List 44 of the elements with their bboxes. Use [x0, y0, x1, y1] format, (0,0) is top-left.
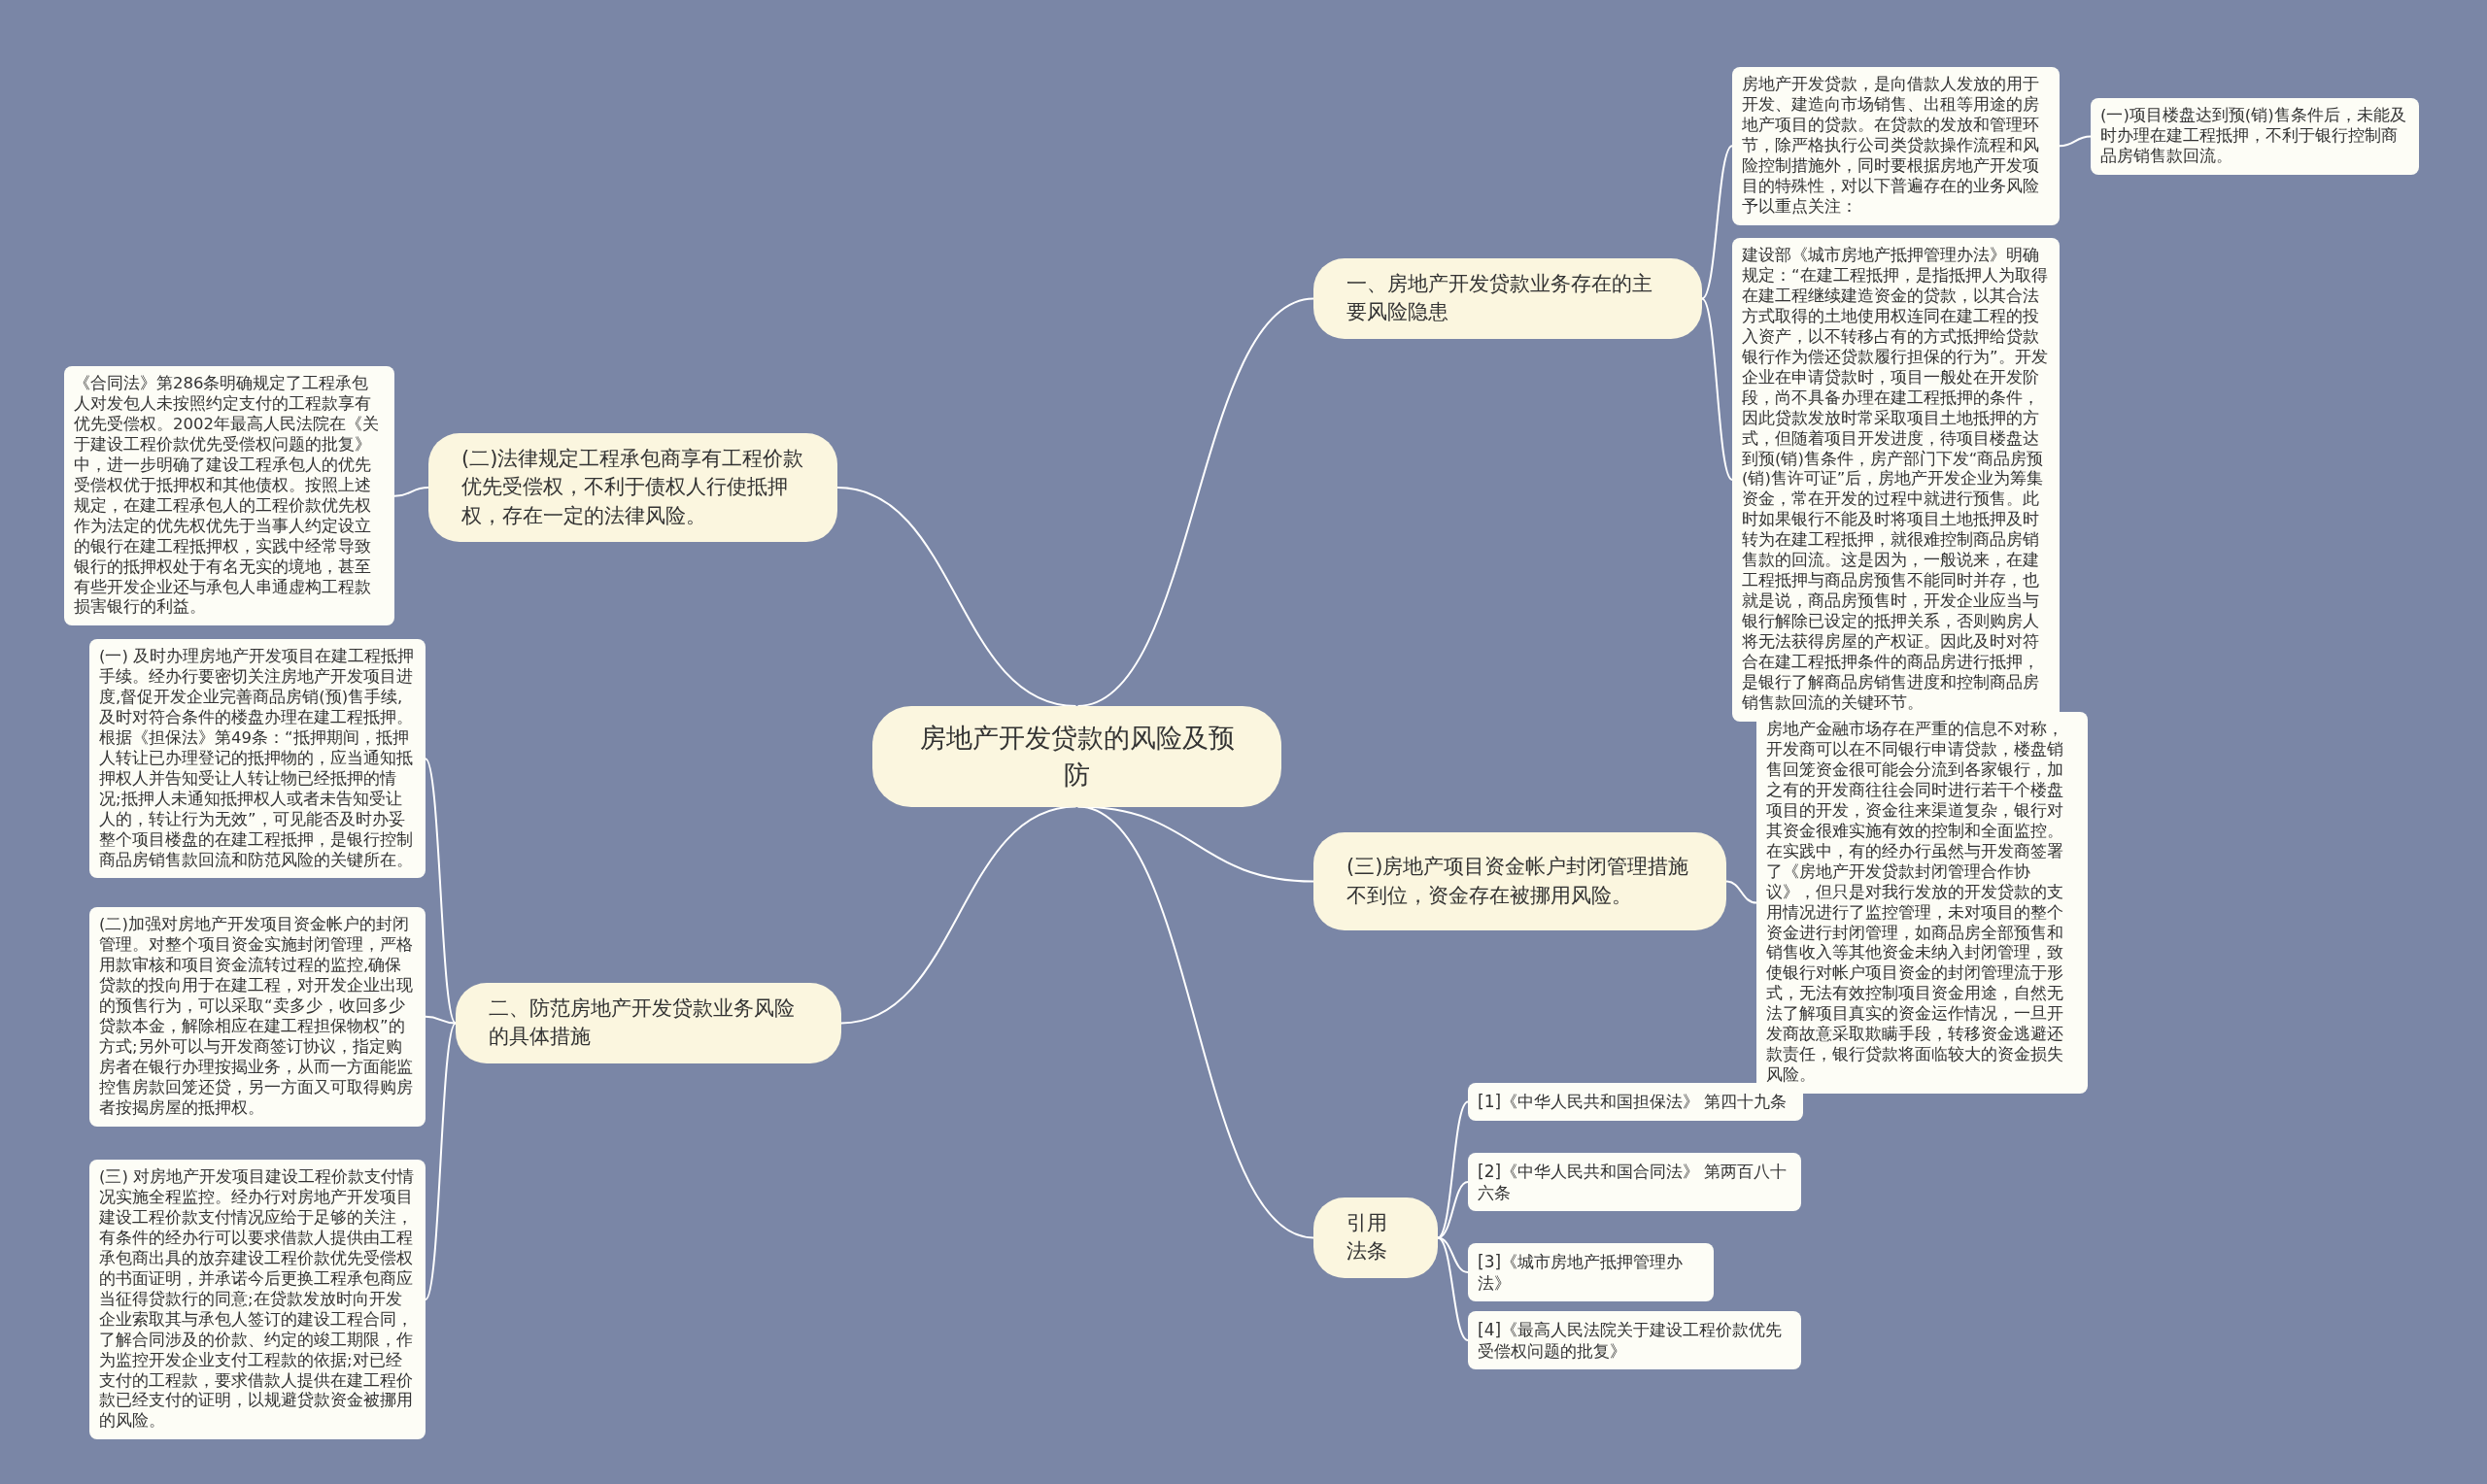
- topic-text: (一)项目楼盘达到预(销)售条件后，未能及时办理在建工程抵押，不利于银行控制商品房销售款回流。: [2100, 106, 2407, 167]
- topic-text: 一、房地产开发贷款业务存在的主要风险隐患: [1346, 271, 1653, 326]
- topic-text: (三) 对房地产开发项目建设工程价款支付情况实施全程监控。经办行对房地产开发项目建设工程价款支付情况应给于足够的关注，有条件的经办行可以要求借款人提供由工程承包商出具的放弃建设工程价款优先受偿权的书面证明，并承诺今后更换工程承包商应当征得贷款行的同意;在贷款发放时向开发企业索取其与承包人签订的建设工程合同，了解合同涉及的价款、约定的竣工期限，作为监控开发企业支付工程款的依据;对已经支付的工程款，要求借款人提供在建工程价款已经支付的证明，以规避贷款资金被挪用的风险。: [99, 1167, 416, 1433]
- topic-text: (一) 及时办理房地产开发项目在建工程抵押手续。经办行要密切关注房地产开发项目进度,督促开发企业完善商品房销(预)售手续,及时对符合条件的楼盘办理在建工程抵押。根据《担保法》第49条：“抵押期间，抵押人转让已办理登记的抵押物的，应当通知抵押权人并告知受让人转让物已经抵押的情况;抵押人未通知抵押权人或者未告知受让人的，转让行为无效”，可见能否及时办妥整个项目楼盘的在建工程抵押，是银行控制商品房销售款回流和防范风险的关键所在。: [99, 647, 416, 871]
- connector-line: [1076, 297, 1314, 707]
- topic-text: 《合同法》第286条明确规定了工程承包人对发包人未按照约定支付的工程款享有优先受偿权。2002年最高人民法院在《关于建设工程价款优先受偿权问题的批复》中，进一步明确了建设工程承包人的优先受偿权优于抵押权和其他债权。按照上述规定，在建工程承包人的工程价款优先权作为法定的优先权优先于当事人约定设立的银行在建工程抵押权，实践中经常导致银行的抵押权处于有名无实的境地，甚至有些开发企业还与承包人串通虚构工程款损害银行的利益。: [74, 374, 380, 619]
- central-topic-box: [872, 706, 1281, 807]
- connector-line: [2059, 135, 2092, 148]
- topic-text: (二)加强对房地产开发项目资金帐户的封闭管理。对整个项目资金实施封闭管理，严格用款审核和项目资金流转过程的监控,确保贷款的投向用于在建工程，对开发企业出现的预售行为，可以采取“卖多少，收回多少贷款本金，解除相应在建工程担保物权”的方式;另外可以与开发商签订协议，指定购房者在银行办理按揭业务，从而一方面能监控售房款回笼还贷，另一方面又可取得购房者按揭房屋的抵押权。: [99, 915, 414, 1119]
- connector-line: [425, 758, 457, 1025]
- branch-topic-box: [1313, 258, 1702, 339]
- connector-line: [1725, 880, 1757, 904]
- topic-text: 房地产开发贷款的风险及预防: [918, 722, 1236, 792]
- reference-card: [1468, 1243, 1714, 1302]
- topic-text: 建设部《城市房地产抵押管理办法》明确规定：“在建工程抵押，是指抵押人为取得在建工程继续建造资金的贷款，以其合法方式取得的土地使用权连同在建工程的投入资产，以不转移占有的方式抵押给贷款银行作为偿还贷款履行担保的行为”。开发企业在申请贷款时，项目一般处在开发阶段，尚不具备办理在建工程抵押的条件，因此贷款发放时常采取项目土地抵押的方式，但随着项目开发进度，待项目楼盘达到预(销)售条件，房产部门下发“商品房预(销)售许可证”后，房地产开发企业为筹集资金，常在开发的过程中就进行预售。此时如果银行不能及时将项目土地抵押及时转为在建工程抵押，就很难控制商品房销售款的回流。这是因为，一般说来，在建工程抵押与商品房预售不能同时并存，也就是说，商品房预售时，开发企业应当与银行解除已设定的抵押关系，否则购房人将无法获得房屋的产权证。因此及时对符合在建工程抵押条件的商品房进行抵押，是银行了解商品房销售进度和控制商品房销售款回流的关键环节。: [1742, 246, 2049, 714]
- note-card: [1732, 67, 2060, 225]
- topic-text: 房地产金融市场存在严重的信息不对称，开发商可以在不同银行申请贷款，楼盘销售回笼资金很可能会分流到各家银行，加之有的开发商往往会同时进行若干个楼盘项目的开发，资金往来渠道复杂，银行对其资金很难实施有效的控制和全面监控。在实践中，有的经办行虽然与开发商签署了《房地产开发贷款封闭管理合作协议》，但只是对我行发放的开发贷款的支用情况进行了监控管理，未对项目的整个资金进行封闭管理，如商品房全部预售和销售收入等其他资金未纳入封闭管理，致使银行对帐户项目资金的封闭管理流于形式，无法有效控制项目资金用途，自然无法了解项目真实的资金运作情况，一旦开发商故意采取欺瞒手段，转移资金逃避还款责任，银行贷款将面临较大的资金损失风险。: [1766, 720, 2064, 1087]
- reference-card: [1468, 1083, 1803, 1121]
- connector-line: [1437, 1236, 1469, 1342]
- connector-line: [393, 487, 429, 497]
- topic-text: 房地产开发贷款，是向借款人发放的用于开发、建造向市场销售、出租等用途的房地产项目的贷款。在贷款的发放和管理环节，除严格执行公司类贷款操作流程和风险控制措施外，同时要根据房地产开发项目的特殊性，对以下普遍存在的业务风险予以重点关注：: [1742, 75, 2040, 218]
- topic-text: 二、防范房地产开发贷款业务风险的具体措施: [489, 995, 796, 1051]
- topic-text: [2]《中华人民共和国合同法》 第两百八十六条: [1478, 1161, 1789, 1204]
- connector-line: [840, 805, 1077, 1025]
- note-card: [2091, 98, 2419, 175]
- reference-card: [1468, 1311, 1801, 1370]
- connector-line: [1437, 1100, 1469, 1239]
- branch-topic-box: [1313, 832, 1726, 930]
- topic-text: 引用法条: [1346, 1210, 1388, 1265]
- connector-line: [1076, 805, 1314, 1239]
- branch-topic-box: [1313, 1197, 1438, 1278]
- connector-line: [425, 1015, 457, 1025]
- topic-text: [3]《城市房地产抵押管理办法》: [1478, 1251, 1685, 1295]
- connector-line: [1701, 297, 1733, 481]
- branch-topic-box: [456, 983, 841, 1063]
- topic-text: [4]《最高人民法院关于建设工程价款优先受偿权问题的批复》: [1478, 1319, 1784, 1363]
- topic-text: (三)房地产项目资金帐户封闭管理措施不到位，资金存在被挪用风险。: [1346, 854, 1690, 909]
- topic-text: [1]《中华人民共和国担保法》 第四十九条: [1478, 1091, 1789, 1113]
- connector-line: [425, 1022, 457, 1301]
- connector-line: [836, 487, 1077, 707]
- connector-line: [1701, 145, 1733, 300]
- branch-topic-box: [428, 433, 837, 543]
- reference-card: [1468, 1153, 1801, 1212]
- topic-text: (二)法律规定工程承包商享有工程价款优先受偿权，不利于债权人行使抵押权，存在一定的法律风险。: [461, 446, 804, 529]
